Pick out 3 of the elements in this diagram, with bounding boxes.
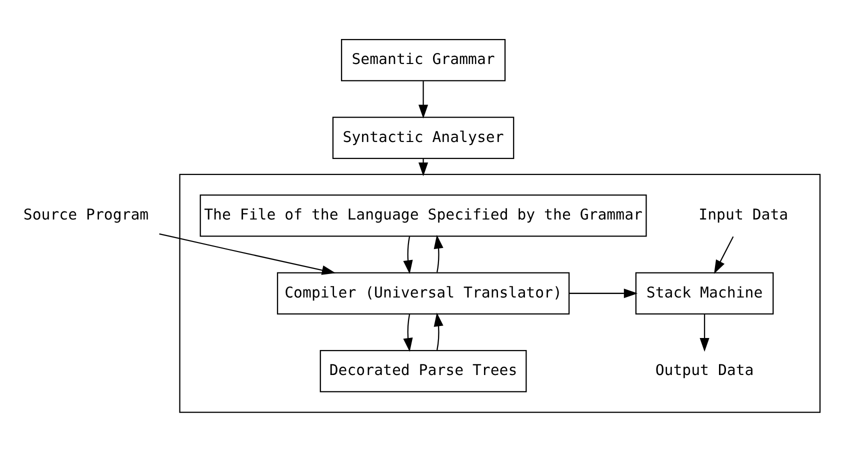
node-text: Input Data bbox=[698, 206, 788, 224]
node-text: Output Data bbox=[655, 361, 754, 380]
node-text: Source Program bbox=[23, 206, 149, 224]
